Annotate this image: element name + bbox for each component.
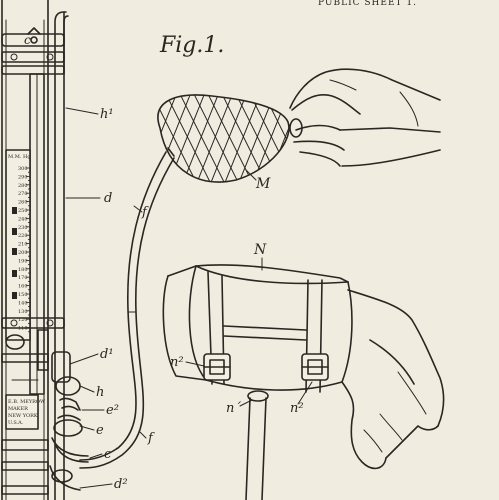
scale-number: 180 [18,267,28,273]
scale-number: 130 [18,309,28,315]
figure-title: Fig.1. [159,33,224,58]
label-N: N [253,242,267,258]
scale-number: 260 [18,200,28,206]
manometer-gauge: 300 290 280 270 260 250 240 230 220 210 200 190 180 1… [1,0,65,500]
valve-assembly [49,351,89,491]
forearm-and-hand [341,289,445,470]
scale-number: 220 [18,233,28,239]
hand-squeezing-bulb [289,68,441,167]
label-f-upper: f [141,205,149,220]
label-e2: e² [106,403,119,418]
scale-number: 160 [18,284,28,290]
label-n2-left: n² [170,355,184,370]
scale-number: 190 [18,258,28,264]
label-n1: n´ [226,401,241,416]
label-n2-right: n² [290,401,304,416]
connecting-tube [79,151,175,469]
label-d2: d² [114,477,128,492]
scale-number: 280 [18,183,28,189]
mercury-tube [54,11,69,500]
label-e: e [96,423,104,438]
arm-cuff [162,264,353,500]
sheet-header-text: PUBLIC SHEET 1. [318,0,417,8]
label-c-lower: c´ [104,447,118,462]
scale-number: 290 [18,174,28,180]
label-d1: d¹ [100,347,114,362]
label-h: h [96,385,104,400]
scale-number: 120 [18,317,28,323]
net-mesh [157,95,289,182]
scale-number: 250 [18,208,28,214]
label-f-lower: f [147,431,155,446]
scale-unit: M.M. Hg [8,154,31,160]
scale-number: 210 [18,242,28,248]
scale-number: 170 [18,275,28,281]
scale-number: 140 [18,300,28,306]
label-d: d [104,191,112,206]
scale-number: 240 [18,216,28,222]
label-c: c [24,33,31,47]
scale-number: 230 [18,225,28,231]
scale-number: 270 [18,191,28,197]
label-M: M [255,176,271,192]
leader-lines [65,107,313,489]
scale-number: 150 [18,292,28,298]
inflation-bulb [157,94,303,183]
scale-number: 300 [18,166,28,172]
scale-number: 200 [18,250,28,256]
label-h1: h¹ [100,107,114,122]
